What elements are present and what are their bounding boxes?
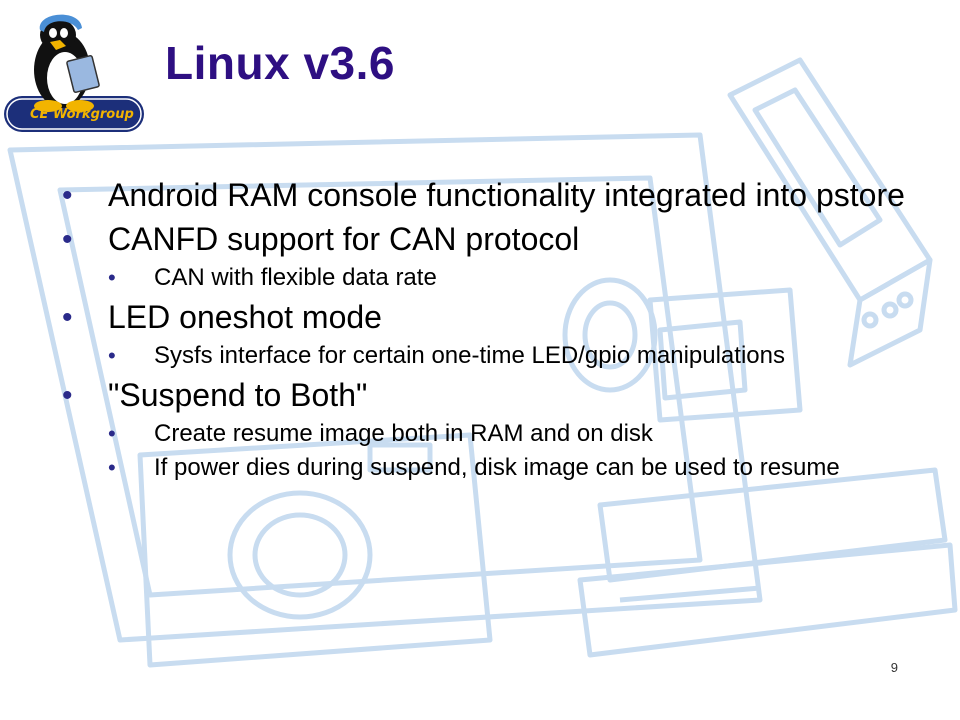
sub-bullet-text: CAN with flexible data rate xyxy=(154,264,437,291)
sub-bullet-text: If power dies during suspend, disk image… xyxy=(154,454,840,481)
sub-bullet-icon: • xyxy=(108,265,116,290)
bullet-text: CANFD support for CAN protocol xyxy=(108,221,580,257)
sub-bullet-icon: • xyxy=(108,455,116,480)
bullet-icon: • xyxy=(62,223,73,256)
dvd-player-icon xyxy=(577,467,958,658)
sub-bullet-item: • If power dies during suspend, disk ima… xyxy=(62,455,922,481)
photo-camera-icon xyxy=(137,432,493,668)
penguin-logo-icon xyxy=(4,14,144,132)
logo-text: CE Workgroup xyxy=(30,107,134,122)
bullet-icon: • xyxy=(62,179,73,212)
video-camera-icon xyxy=(562,277,803,423)
mobile-phone-icon xyxy=(727,57,933,368)
slide-title: Linux v3.6 xyxy=(165,37,395,89)
sub-bullet-icon: • xyxy=(108,421,116,446)
sub-bullet-item: • Create resume image both in RAM and on… xyxy=(62,421,922,447)
sub-bullet-item: • Sysfs interface for certain one-time L… xyxy=(62,343,922,369)
bullet-text: LED oneshot mode xyxy=(108,299,382,335)
tablet-icon xyxy=(7,132,763,643)
sub-bullet-icon: • xyxy=(108,343,116,368)
bullet-icon: • xyxy=(62,379,73,412)
sub-bullet-text: Sysfs interface for certain one-time LED… xyxy=(154,342,785,369)
bullet-item: • "Suspend to Both" • Create resume imag… xyxy=(62,378,922,481)
sub-bullet-list: • Sysfs interface for certain one-time L… xyxy=(62,343,922,369)
bullet-item: • LED oneshot mode • Sysfs interface for… xyxy=(62,300,922,369)
bullet-icon: • xyxy=(62,301,73,334)
bullet-item: • Android RAM console functionality inte… xyxy=(62,178,922,213)
bullet-text: Android RAM console functionality integr… xyxy=(108,177,905,213)
bullet-list: • Android RAM console functionality inte… xyxy=(62,178,922,481)
bullet-item: • CANFD support for CAN protocol • CAN w… xyxy=(62,222,922,291)
bullet-text: "Suspend to Both" xyxy=(108,377,368,413)
sub-bullet-list: • Create resume image both in RAM and on… xyxy=(62,421,922,481)
sub-bullet-list: • CAN with flexible data rate xyxy=(62,265,922,291)
sub-bullet-text: Create resume image both in RAM and on d… xyxy=(154,420,653,447)
sub-bullet-item: • CAN with flexible data rate xyxy=(62,265,922,291)
page-number: 9 xyxy=(890,660,898,675)
